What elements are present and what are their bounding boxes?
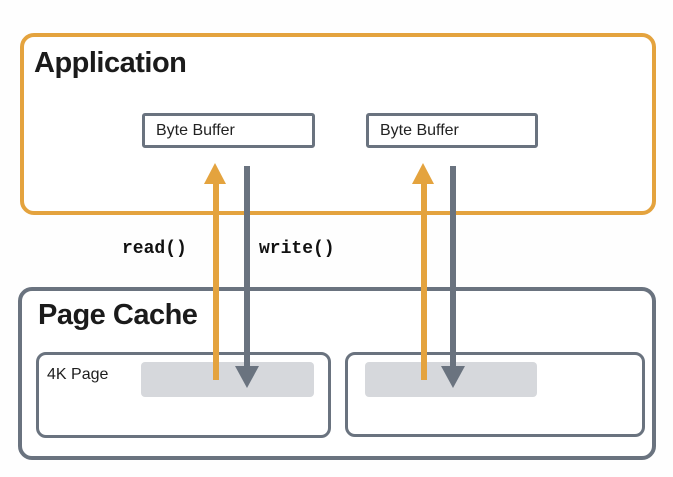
- arrowhead-up: [204, 163, 226, 184]
- application-box: Application Byte Buffer Byte Buffer: [20, 33, 656, 215]
- page-cache-title: Page Cache: [38, 299, 198, 331]
- arrow-shaft: [450, 166, 456, 369]
- arrow-shaft: [244, 166, 250, 369]
- byte-buffer-label: Byte Buffer: [380, 121, 459, 139]
- application-title: Application: [34, 47, 187, 79]
- 4k-page-box: [345, 352, 645, 437]
- arrowhead-down: [235, 366, 259, 388]
- write-arrow-down-icon: [235, 166, 259, 388]
- read-arrow-up-icon: [204, 163, 227, 380]
- 4k-page-box: 4K Page: [36, 352, 331, 438]
- 4k-page-label: 4K Page: [47, 366, 109, 383]
- write-call-label: write(): [259, 239, 335, 259]
- byte-buffer-box: Byte Buffer: [366, 113, 538, 148]
- arrow-shaft: [212, 182, 219, 380]
- write-arrow-down-icon: [441, 166, 465, 388]
- page-cache-box: Page Cache 4K Page: [18, 287, 656, 460]
- byte-buffer-label: Byte Buffer: [156, 121, 235, 139]
- byte-buffer-box: Byte Buffer: [142, 113, 315, 148]
- read-call-label: read(): [122, 239, 187, 259]
- arrow-shaft: [420, 182, 427, 380]
- arrowhead-up: [412, 163, 434, 184]
- read-arrow-up-icon: [412, 163, 435, 380]
- cached-page-region: [141, 362, 314, 397]
- arrowhead-down: [441, 366, 465, 388]
